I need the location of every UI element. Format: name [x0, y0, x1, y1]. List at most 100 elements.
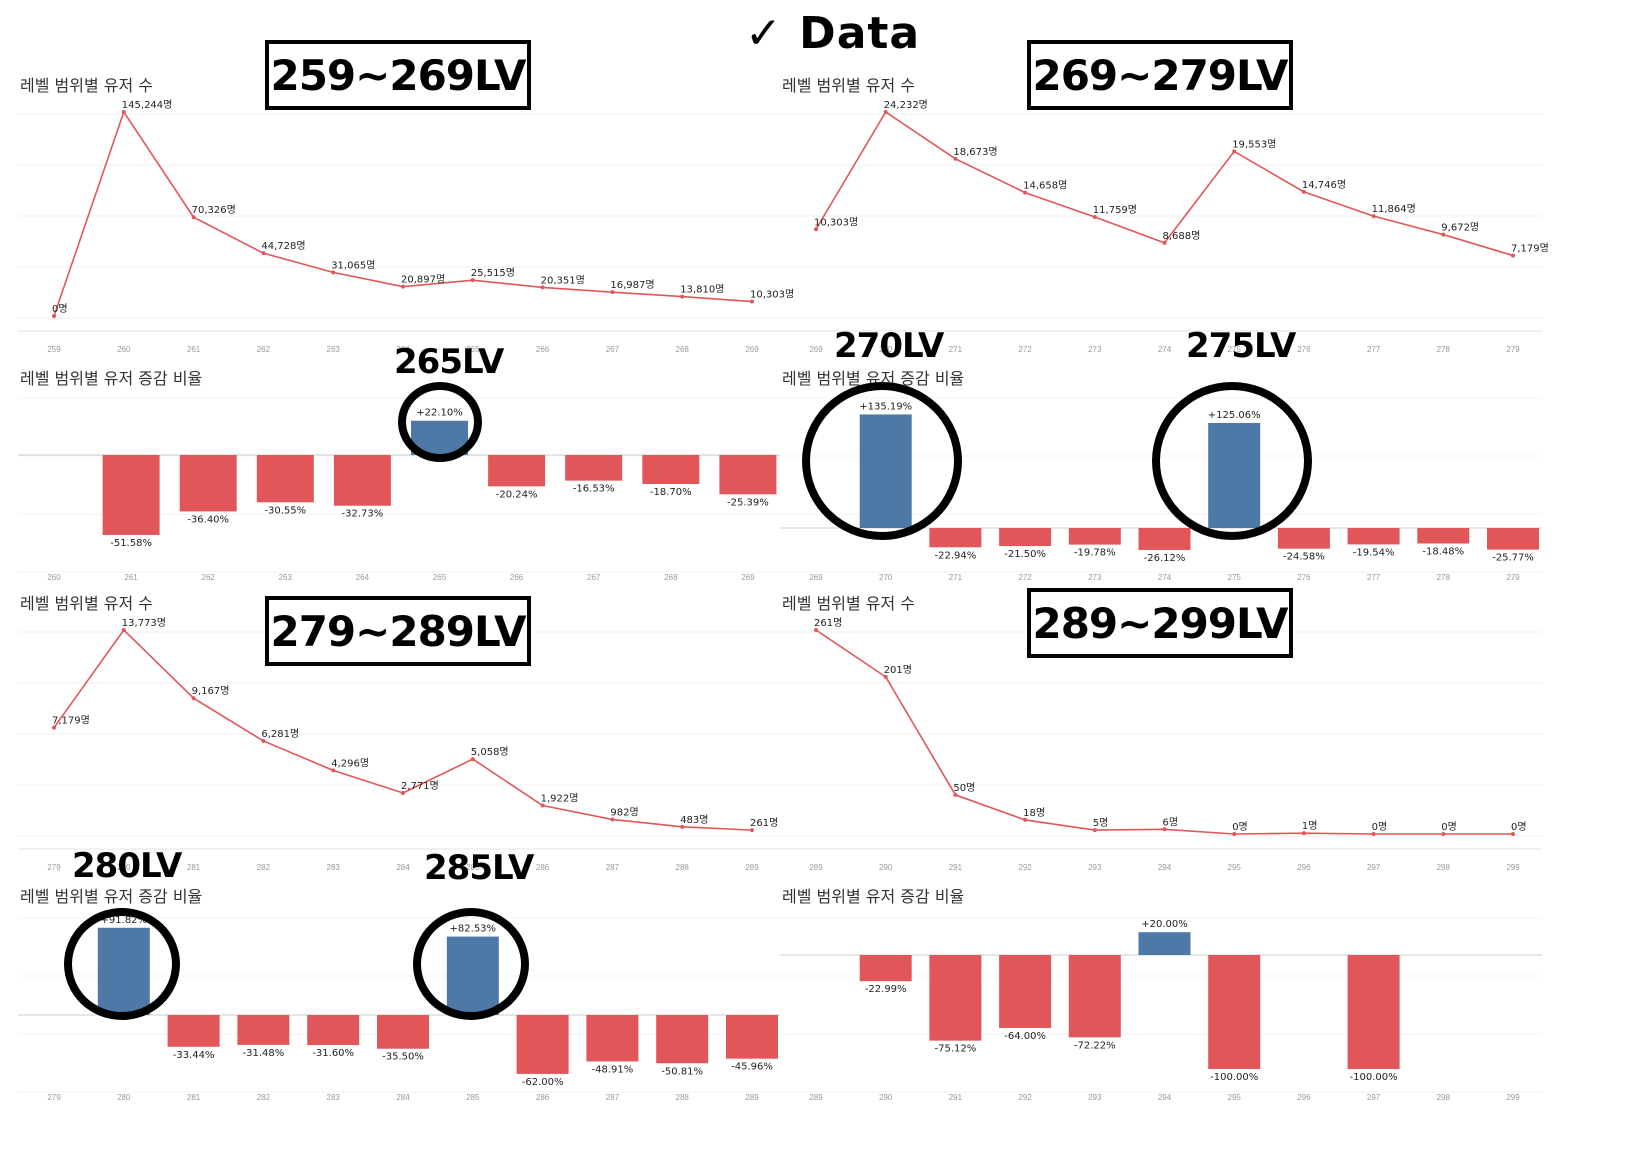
- data-label: -30.55%: [264, 505, 306, 516]
- x-tick-label: 279: [47, 863, 61, 872]
- range-label-269-279: 269~279LV: [1027, 40, 1293, 110]
- x-tick-label: 294: [1158, 863, 1172, 872]
- data-point: [540, 803, 545, 808]
- x-tick-label: 284: [396, 863, 410, 872]
- data-point: [331, 768, 336, 773]
- data-label: 5명: [1093, 817, 1109, 829]
- data-label: 20,351명: [541, 274, 585, 286]
- data-label: 2,771명: [401, 780, 439, 792]
- x-tick-label: 280: [117, 1093, 131, 1102]
- page-title: ✓ Data: [745, 8, 921, 59]
- data-point: [1511, 253, 1515, 258]
- x-tick-label: 282: [257, 1093, 271, 1102]
- data-point: [750, 828, 754, 833]
- x-tick-label: 267: [587, 573, 601, 582]
- data-label: 0명: [52, 303, 68, 315]
- data-point: [191, 696, 196, 701]
- line-chart-title: 레벨 범위별 유저 수: [20, 76, 154, 95]
- data-label: 6명: [1163, 816, 1179, 828]
- data-point: [401, 790, 405, 795]
- x-tick-label: 274: [1158, 573, 1172, 582]
- bar: [1347, 528, 1400, 545]
- data-label: -72.22%: [1074, 1040, 1116, 1051]
- range-label-289-299: 289~299LV: [1027, 588, 1293, 658]
- x-tick-label: 273: [1088, 345, 1102, 354]
- highlight-circle-275: [1152, 382, 1312, 540]
- data-label: -100.00%: [1350, 1072, 1398, 1083]
- data-label: 6,281명: [261, 728, 299, 740]
- x-tick-label: 278: [1437, 573, 1451, 582]
- bar: [726, 1015, 778, 1059]
- data-label: 9,167명: [192, 685, 230, 697]
- x-tick-label: 264: [396, 345, 410, 354]
- bar: [167, 1015, 220, 1047]
- bar: [929, 955, 982, 1041]
- data-point: [470, 757, 475, 762]
- x-tick-label: 273: [1088, 573, 1102, 582]
- data-label: -25.77%: [1492, 553, 1534, 564]
- x-tick-label: 289: [809, 1093, 823, 1102]
- data-point: [814, 628, 818, 632]
- data-label: -18.70%: [650, 487, 692, 498]
- x-tick-label: 289: [745, 863, 759, 872]
- bar: [102, 455, 160, 535]
- line-chart-title: 레벨 범위별 유저 수: [782, 76, 916, 95]
- data-label: 982명: [610, 806, 638, 818]
- data-point: [883, 110, 888, 114]
- data-point: [1511, 832, 1515, 836]
- x-tick-label: 288: [676, 1093, 690, 1102]
- bar: [1208, 955, 1261, 1069]
- x-tick-label: 260: [117, 345, 131, 354]
- data-point: [1441, 232, 1446, 237]
- x-tick-label: 275: [1228, 573, 1242, 582]
- x-tick-label: 278: [1437, 345, 1451, 354]
- x-tick-label: 277: [1367, 345, 1381, 354]
- data-label: -19.54%: [1353, 547, 1395, 558]
- data-label: 11,759명: [1093, 204, 1137, 216]
- bar: [307, 1015, 360, 1046]
- data-point: [680, 824, 685, 829]
- x-tick-label: 280: [117, 863, 131, 872]
- data-label: 0명: [1232, 821, 1248, 833]
- bar: [999, 955, 1052, 1028]
- x-tick-label: 285: [466, 863, 480, 872]
- data-label: -31.48%: [243, 1048, 285, 1059]
- x-tick-label: 266: [510, 573, 524, 582]
- data-label: -64.00%: [1004, 1031, 1046, 1042]
- data-label: 0명: [1441, 821, 1457, 833]
- data-point: [1162, 240, 1167, 245]
- x-tick-label: 272: [1018, 573, 1032, 582]
- data-label: 19,553명: [1232, 138, 1276, 150]
- data-point: [680, 294, 685, 299]
- x-tick-label: 291: [949, 863, 963, 872]
- x-tick-label: 296: [1297, 1093, 1311, 1102]
- data-point: [401, 284, 405, 289]
- data-point: [1441, 832, 1446, 836]
- data-label: 261명: [814, 617, 842, 629]
- x-tick-label: 274: [1158, 345, 1172, 354]
- x-tick-label: 298: [1437, 1093, 1451, 1102]
- data-label: -22.94%: [935, 550, 977, 561]
- line-chart-title: 레벨 범위별 유저 수: [782, 594, 916, 613]
- x-tick-label: 269: [809, 345, 823, 354]
- data-label: 8,688명: [1163, 230, 1201, 242]
- bar: [1068, 528, 1121, 545]
- data-label: 0명: [1372, 821, 1388, 833]
- x-tick-label: 287: [606, 863, 620, 872]
- data-label: 50명: [953, 782, 975, 794]
- x-tick-label: 279: [1506, 345, 1520, 354]
- data-point: [121, 628, 126, 632]
- data-label: -32.73%: [342, 509, 384, 520]
- bar: [1277, 528, 1330, 549]
- user-count-line-chart: 0명145,244명70,326명44,728명31,065명20,897명25…: [18, 99, 794, 354]
- highlight-label-275: 275LV: [1186, 326, 1296, 366]
- data-point: [953, 156, 958, 161]
- bar-chart-title: 레벨 범위별 유저 증감 비율: [20, 887, 203, 906]
- highlight-circle-280: [64, 908, 180, 1020]
- x-tick-label: 282: [257, 863, 271, 872]
- highlight-circle-265: [398, 382, 482, 462]
- data-point: [1092, 828, 1097, 833]
- x-tick-label: 281: [187, 863, 201, 872]
- data-point: [1232, 832, 1237, 836]
- x-tick-label: 295: [1228, 1093, 1242, 1102]
